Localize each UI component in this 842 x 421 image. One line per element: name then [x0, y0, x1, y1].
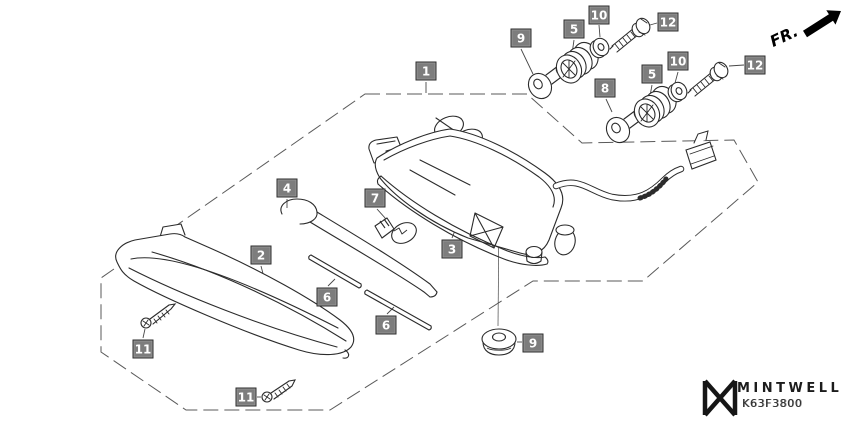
fastener-set-drawing-2 [601, 59, 732, 148]
part-label-5: 5 [563, 19, 585, 39]
part-label-6: 6 [316, 287, 338, 307]
dashed-border-outline [100, 93, 759, 411]
part-label-9: 9 [522, 333, 544, 353]
brand-watermark: MINTWELL K63F3800 [737, 381, 842, 410]
part-label-11: 11 [132, 339, 154, 359]
part-label-6: 6 [375, 315, 397, 335]
part-label-5: 5 [641, 64, 663, 84]
part-label-2: 2 [250, 245, 272, 265]
packing-strip-drawing [280, 198, 438, 298]
lens-drawing [115, 223, 355, 359]
part-label-3: 3 [441, 239, 463, 259]
mintwell-logo-icon [702, 379, 738, 417]
part-label-9: 9 [510, 28, 532, 48]
part-label-10: 10 [588, 5, 610, 25]
part-label-1: 1 [415, 61, 437, 81]
brand-name: MINTWELL [737, 381, 842, 396]
part-label-8: 8 [594, 78, 616, 98]
fr-label: FR. [767, 22, 801, 50]
part-label-7: 7 [364, 188, 386, 208]
bulb-drawing [374, 217, 417, 244]
part-label-12: 12 [744, 55, 766, 75]
part-label-12: 12 [657, 12, 679, 32]
diagram-code: K63F3800 [742, 397, 803, 410]
tapping-screw-drawing [140, 303, 296, 403]
fastener-set-drawing [527, 17, 651, 100]
fr-direction-indicator: FR. [767, 10, 841, 51]
mounting-rubber-drawing [481, 328, 517, 356]
taillight-base-drawing [368, 115, 576, 266]
part-label-4: 4 [276, 178, 298, 198]
part-label-10: 10 [667, 51, 689, 71]
seal-strips-drawing [308, 254, 432, 331]
wire-harness-drawing [552, 130, 717, 202]
fr-direction-arrow-icon [803, 10, 841, 38]
part-label-11: 11 [235, 387, 257, 407]
